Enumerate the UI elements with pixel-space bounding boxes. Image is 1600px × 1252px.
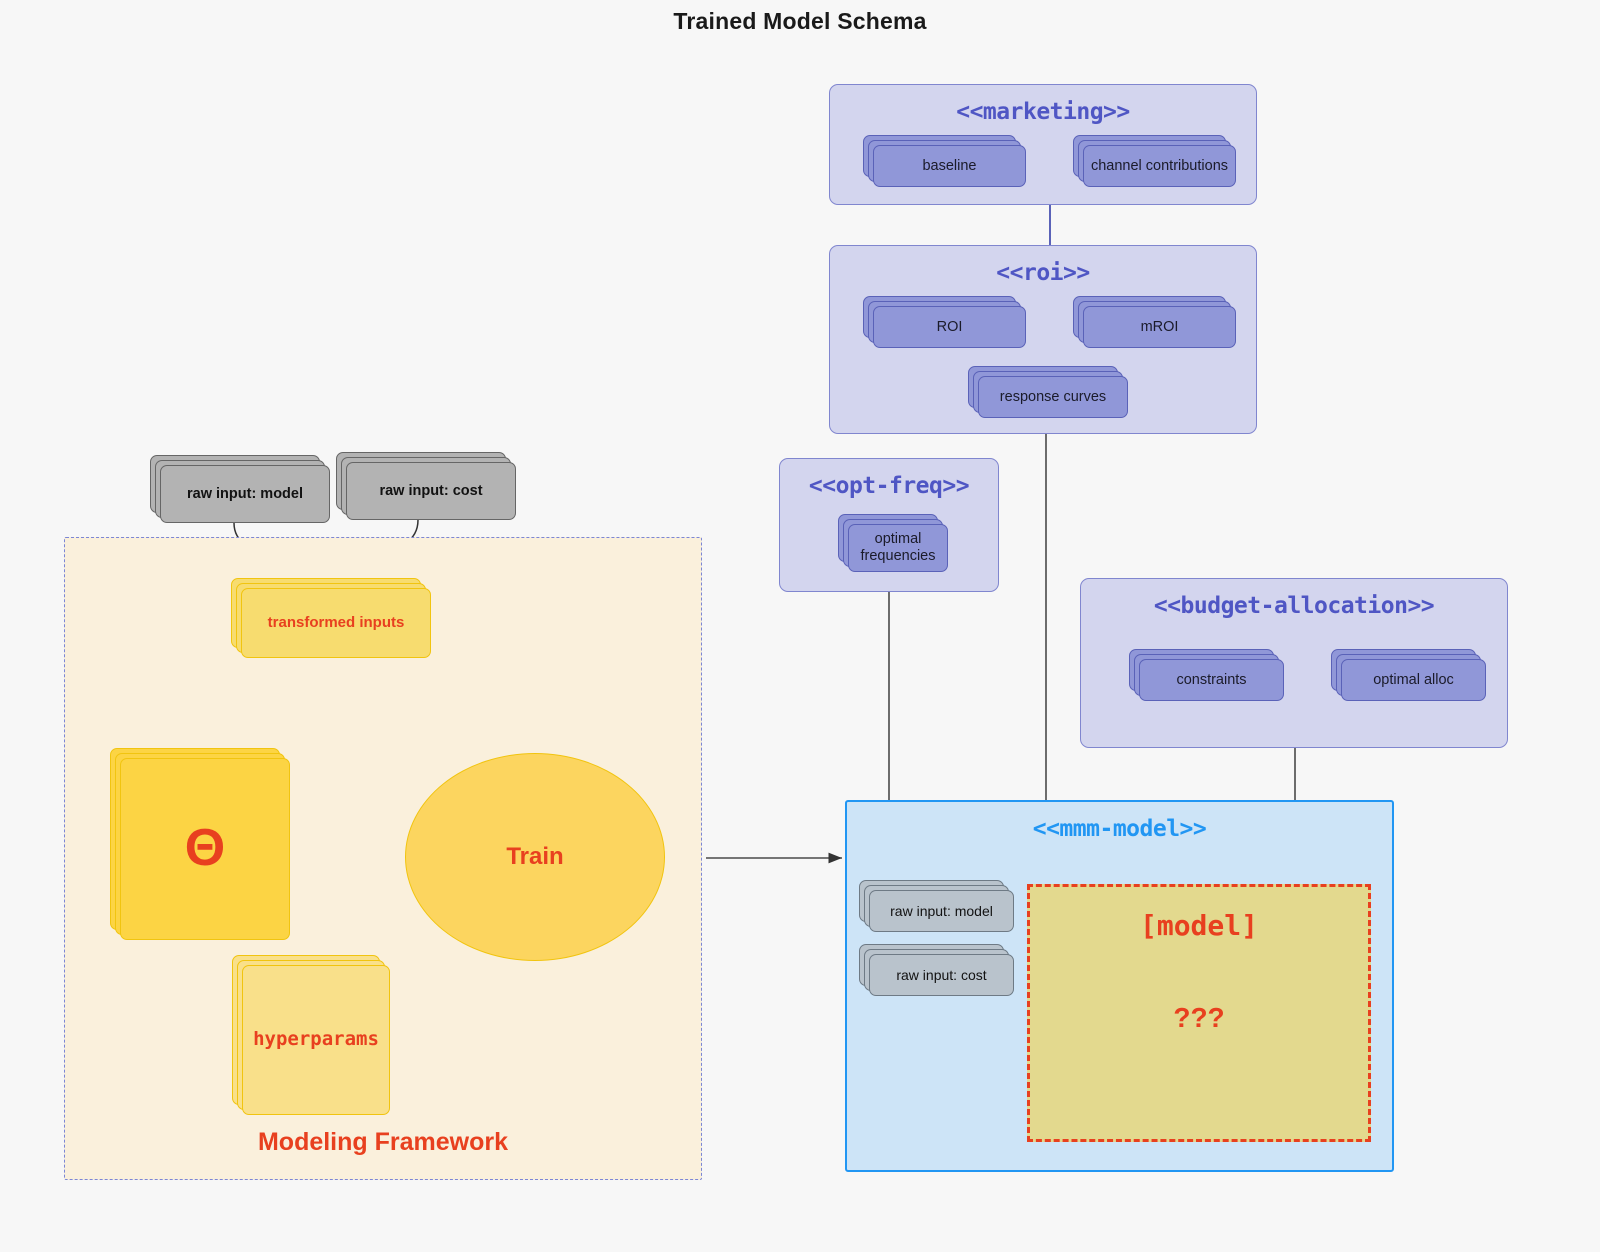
package-budget-allocation-stereotype: <<budget-allocation>> <box>1153 593 1435 619</box>
node-label: mROI <box>1140 318 1179 335</box>
node-label: transformed inputs <box>267 614 405 632</box>
package-marketing[interactable]: <<marketing>> baseline channel contribut… <box>829 84 1257 205</box>
node-label: constraints <box>1176 671 1247 688</box>
node-mmm-raw-input-model[interactable]: raw input: model <box>859 880 1014 932</box>
node-optimal-alloc[interactable]: optimal alloc <box>1331 649 1486 701</box>
package-opt-freq[interactable]: <<opt-freq>> optimal frequencies <box>779 458 999 592</box>
package-marketing-stereotype: <<marketing>> <box>956 99 1130 125</box>
node-label: raw input: cost <box>379 482 483 499</box>
node-label: optimal alloc <box>1373 671 1454 688</box>
node-baseline[interactable]: baseline <box>863 135 1026 187</box>
node-response-curves[interactable]: response curves <box>968 366 1128 418</box>
model-placeholder-question: ??? <box>1173 1002 1225 1033</box>
node-label: response curves <box>999 388 1107 405</box>
node-mroi[interactable]: mROI <box>1073 296 1236 348</box>
node-constraints[interactable]: constraints <box>1129 649 1284 701</box>
node-theta[interactable]: Θ <box>110 748 290 940</box>
train-activity[interactable]: Train <box>405 753 665 961</box>
package-mmm-model[interactable]: <<mmm-model>> raw input: model raw input… <box>845 800 1394 1172</box>
node-label: ROI <box>936 318 963 335</box>
node-optimal-frequencies[interactable]: optimal frequencies <box>838 514 948 572</box>
node-label: channel contributions <box>1090 157 1229 174</box>
page-title: Trained Model Schema <box>673 8 927 34</box>
node-raw-input-model[interactable]: raw input: model <box>150 455 330 533</box>
modeling-framework-label: Modeling Framework <box>257 1128 509 1156</box>
package-budget-allocation[interactable]: <<budget-allocation>> constraints optima… <box>1080 578 1508 748</box>
model-placeholder-box[interactable]: [model] ??? <box>1027 884 1371 1142</box>
node-mmm-raw-input-cost[interactable]: raw input: cost <box>859 944 1014 996</box>
node-channel-contributions[interactable]: channel contributions <box>1073 135 1236 187</box>
node-label: hyperparams <box>253 1028 379 1051</box>
node-roi[interactable]: ROI <box>863 296 1026 348</box>
node-transformed-inputs[interactable]: transformed inputs <box>231 578 431 668</box>
node-label: optimal frequencies <box>860 531 936 564</box>
node-raw-input-cost[interactable]: raw input: cost <box>336 452 516 530</box>
package-roi[interactable]: <<roi>> ROI mROI response curves <box>829 245 1257 434</box>
node-label: raw input: cost <box>896 966 987 983</box>
node-hyperparams[interactable]: hyperparams <box>232 955 390 1115</box>
package-opt-freq-stereotype: <<opt-freq>> <box>808 473 970 499</box>
model-placeholder-title: [model] <box>1139 909 1258 942</box>
package-roi-stereotype: <<roi>> <box>996 260 1090 286</box>
package-mmm-model-stereotype: <<mmm-model>> <box>1032 816 1207 842</box>
node-label: raw input: model <box>187 485 303 502</box>
node-label: raw input: model <box>890 902 993 919</box>
node-label: Θ <box>184 819 226 878</box>
train-label: Train <box>506 843 564 870</box>
node-label: baseline <box>922 157 977 174</box>
